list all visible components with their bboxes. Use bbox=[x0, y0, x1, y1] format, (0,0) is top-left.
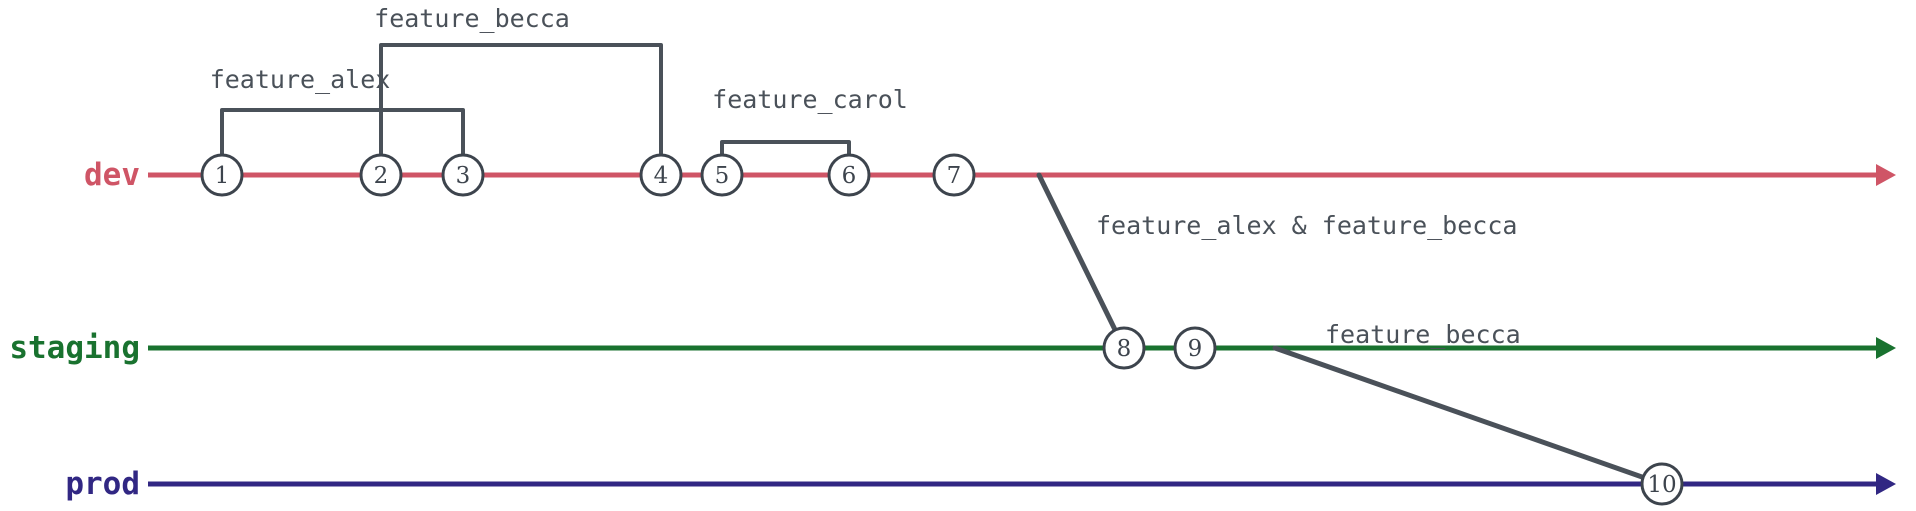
commit-number-1: 1 bbox=[215, 163, 230, 189]
bracket-feature-alex bbox=[220, 108, 465, 177]
branch-name-staging[interactable]: staging bbox=[9, 330, 140, 366]
commit-number-10: 10 bbox=[1647, 472, 1676, 498]
commit-nodes: 1 2 3 4 5 6 7 8 9 10 bbox=[200, 153, 1684, 506]
commit-node-7[interactable]: 7 bbox=[932, 153, 976, 197]
commit-node-3[interactable]: 3 bbox=[441, 153, 485, 197]
branch-track-prod bbox=[148, 473, 1896, 495]
branch-arrow-staging bbox=[1876, 337, 1896, 359]
commit-node-1[interactable]: 1 bbox=[200, 153, 244, 197]
commit-circle-5[interactable] bbox=[700, 153, 744, 197]
commit-circle-10[interactable] bbox=[1640, 462, 1684, 506]
commit-circle-9[interactable] bbox=[1173, 326, 1217, 370]
commit-number-7: 7 bbox=[947, 163, 962, 189]
commit-number-5: 5 bbox=[715, 163, 730, 189]
commit-number-8: 8 bbox=[1117, 336, 1132, 362]
annotation-labels: feature_alexfeature_beccafeature_carolfe… bbox=[210, 4, 1521, 349]
commit-number-9: 9 bbox=[1188, 336, 1203, 362]
commit-number-2: 2 bbox=[374, 163, 389, 189]
branch-arrow-dev bbox=[1876, 164, 1896, 186]
branch-name-dev[interactable]: dev bbox=[84, 157, 140, 193]
commit-node-10[interactable]: 10 bbox=[1640, 462, 1684, 506]
bracket-feature-becca bbox=[379, 43, 663, 177]
commit-number-3: 3 bbox=[456, 163, 471, 189]
feature-label-feature-alex: feature_alex bbox=[210, 65, 391, 94]
branch-track-staging bbox=[148, 337, 1896, 359]
commit-circle-3[interactable] bbox=[441, 153, 485, 197]
merge-label-merge-staging-to-prod: feature_becca bbox=[1325, 320, 1521, 349]
commit-number-4: 4 bbox=[654, 163, 669, 189]
merge-line-merge-dev-to-staging bbox=[1036, 172, 1127, 351]
feature-label-feature-carol: feature_carol bbox=[712, 85, 908, 114]
merge-line-merge-staging-to-prod bbox=[1272, 345, 1665, 487]
commit-number-6: 6 bbox=[842, 163, 857, 189]
branch-name-prod[interactable]: prod bbox=[65, 466, 140, 502]
commit-node-8[interactable]: 8 bbox=[1102, 326, 1146, 370]
commit-circle-7[interactable] bbox=[932, 153, 976, 197]
feature-label-feature-becca: feature_becca bbox=[374, 4, 570, 33]
commit-node-5[interactable]: 5 bbox=[700, 153, 744, 197]
commit-node-9[interactable]: 9 bbox=[1173, 326, 1217, 370]
commit-circle-8[interactable] bbox=[1102, 326, 1146, 370]
branch-name-labels: dev staging prod bbox=[9, 157, 140, 502]
branch-lines bbox=[148, 164, 1896, 495]
branch-arrow-prod bbox=[1876, 473, 1896, 495]
commit-circle-1[interactable] bbox=[200, 153, 244, 197]
commit-circle-4[interactable] bbox=[639, 153, 683, 197]
commit-node-4[interactable]: 4 bbox=[639, 153, 683, 197]
merge-lines bbox=[1036, 172, 1665, 487]
branch-track-dev bbox=[148, 164, 1896, 186]
commit-node-2[interactable]: 2 bbox=[359, 153, 403, 197]
commit-circle-6[interactable] bbox=[827, 153, 871, 197]
commit-node-6[interactable]: 6 bbox=[827, 153, 871, 197]
commit-circle-2[interactable] bbox=[359, 153, 403, 197]
merge-label-merge-dev-to-staging: feature_alex & feature_becca bbox=[1096, 211, 1517, 240]
